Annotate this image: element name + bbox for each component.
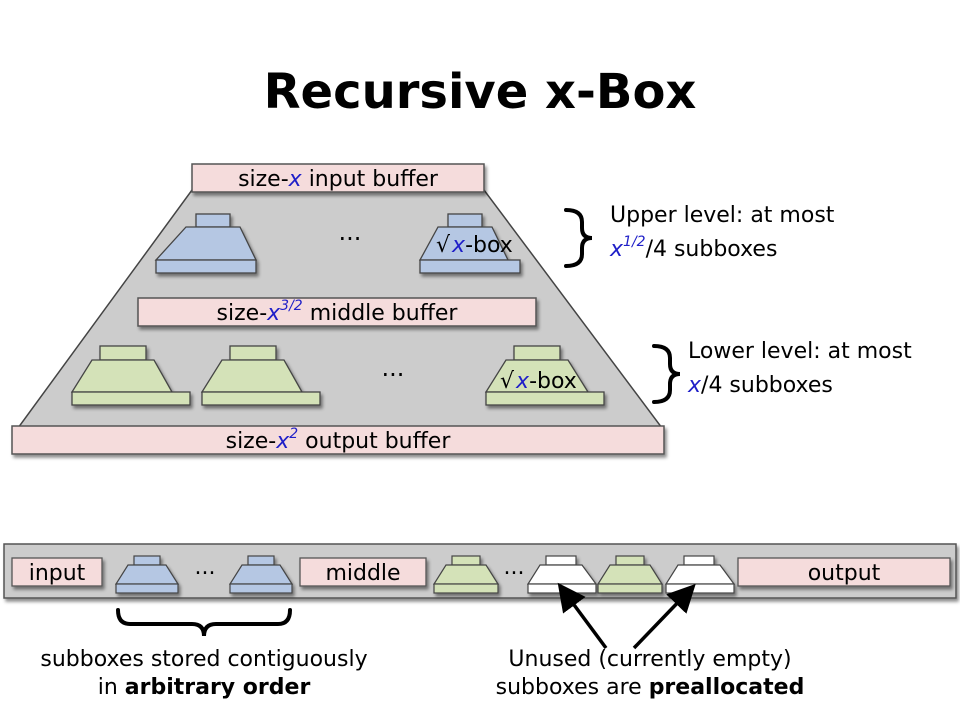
left-caption-line1: subboxes stored contiguously: [40, 647, 367, 672]
strip-ellipsis-1: ...: [195, 555, 216, 580]
arrow-to-empty-subbox: [632, 583, 696, 650]
strip-empty-subbox: [664, 555, 736, 594]
middle-buffer-label: size-x3/2 middle buffer: [217, 298, 459, 326]
output-buffer-label: size-x2 output buffer: [226, 426, 452, 454]
strip-lower-subbox: [596, 555, 664, 594]
strip-output-cell: output: [737, 557, 951, 587]
strip-middle-label: middle: [325, 561, 400, 586]
lower-level-annotation-line1: Lower level: at most: [688, 339, 912, 364]
strip-lower-subbox: [432, 555, 500, 594]
upper-ellipsis: ...: [339, 218, 362, 246]
lower-level-brace: [652, 344, 681, 404]
output-buffer: size-x2 output buffer: [11, 425, 665, 455]
upper-subbox: [418, 213, 521, 274]
middle-buffer: size-x3/2 middle buffer: [137, 297, 537, 327]
right-caption-line2: subboxes are preallocated: [496, 675, 805, 700]
lower-level-annotation-line2: x/4 subboxes: [687, 373, 833, 398]
arrow-to-empty-subbox: [557, 582, 608, 650]
contiguous-brace: [116, 608, 292, 637]
left-caption-line2: in arbitrary order: [98, 675, 311, 700]
page-title: Recursive x-Box: [264, 64, 697, 120]
strip-output-label: output: [808, 561, 881, 586]
lower-subbox: [484, 345, 605, 406]
strip-ellipsis-2: ...: [504, 555, 525, 580]
upper-box-label: √x-box: [436, 233, 513, 258]
strip-middle-cell: middle: [299, 557, 427, 587]
input-buffer-label: size-x input buffer: [238, 167, 439, 192]
lower-ellipsis: ...: [382, 354, 405, 382]
strip-input-label: input: [29, 561, 86, 586]
right-caption-line1: Unused (currently empty): [508, 647, 791, 672]
lower-subbox: [70, 345, 191, 406]
strip-upper-subbox: [228, 555, 294, 594]
lower-box-label: √x-box: [500, 369, 577, 394]
strip-input-cell: input: [11, 557, 103, 587]
input-buffer: size-x input buffer: [191, 163, 485, 193]
upper-level-brace: [564, 208, 593, 268]
upper-level-annotation-line1: Upper level: at most: [610, 203, 835, 228]
strip-upper-subbox: [114, 555, 180, 594]
upper-subbox: [154, 213, 258, 274]
lower-subbox: [200, 345, 321, 406]
upper-level-annotation-line2: x1/2/4 subboxes: [609, 234, 777, 262]
